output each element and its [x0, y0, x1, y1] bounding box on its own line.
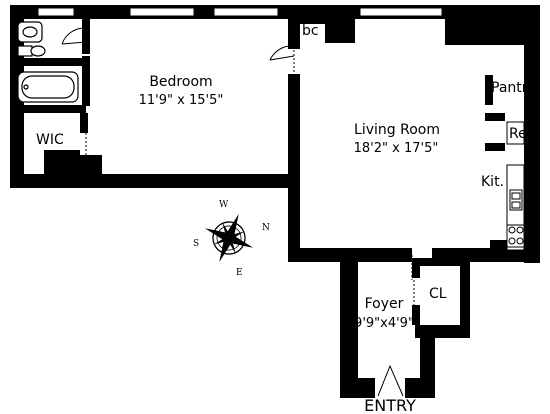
- compass-rose-icon: [204, 213, 254, 263]
- entry-door-icon: [377, 364, 404, 397]
- cl-label: CL: [429, 286, 447, 302]
- walls: [10, 5, 540, 398]
- kit-label: Kit.: [481, 174, 504, 190]
- foyer-dims: 9'9"x4'9": [354, 316, 414, 331]
- door-openings: [85, 28, 415, 305]
- door-swings: [61, 27, 404, 397]
- kitchen-appliances: [506, 121, 525, 248]
- foyer-name: Foyer: [365, 296, 404, 312]
- compass-s: S: [193, 239, 199, 249]
- wic-label: WIC: [36, 132, 64, 148]
- bedroom-name: Bedroom: [149, 74, 212, 90]
- bath-fixtures: [17, 21, 79, 103]
- pantry-label: Pantry: [491, 80, 536, 96]
- living-room-name: Living Room: [354, 122, 440, 138]
- compass-n: N: [262, 223, 270, 233]
- windows: [37, 7, 443, 17]
- bath-door-icon: [61, 27, 87, 45]
- compass-e: E: [236, 268, 243, 278]
- toilet-icon: [17, 45, 33, 57]
- bc-label: bc: [302, 23, 319, 39]
- ref-label: Ref: [509, 126, 533, 142]
- entry-label: ENTRY: [364, 396, 416, 414]
- bedroom-dims: 11'9" x 15'5": [139, 93, 224, 108]
- fridge-icon: [506, 121, 525, 145]
- bedroom-door-icon: [269, 45, 295, 61]
- living-room-dims: 18'2" x 17'5": [354, 141, 439, 156]
- compass-w: W: [219, 200, 229, 210]
